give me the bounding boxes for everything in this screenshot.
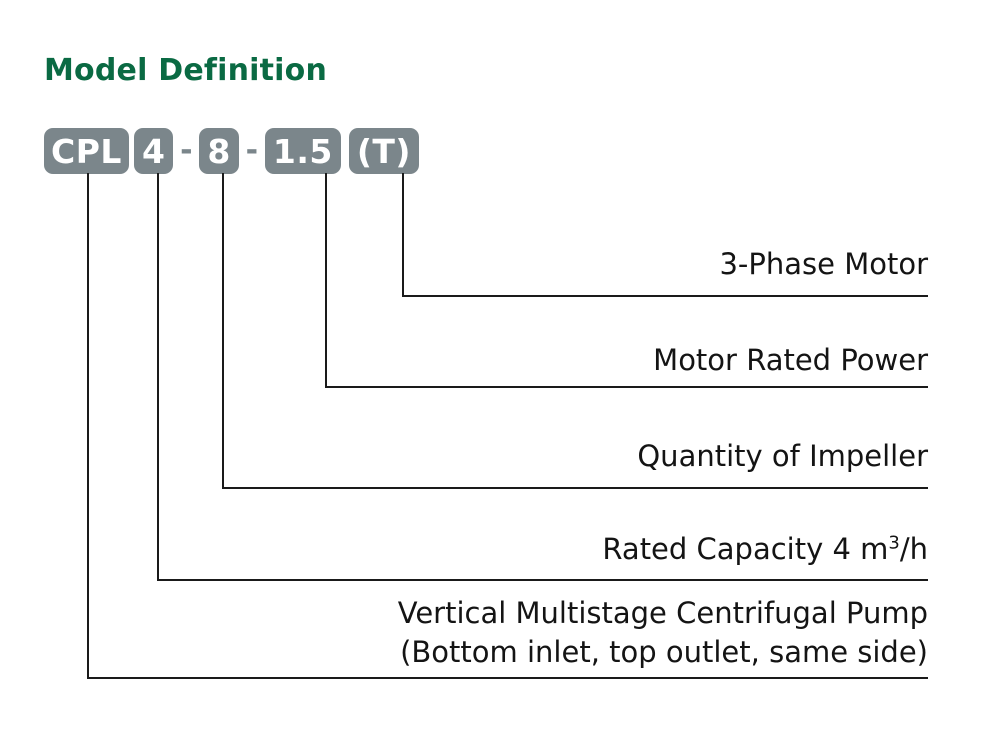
separator-dash-2: - (245, 133, 259, 168)
leader-hline-stages (222, 487, 928, 489)
callout-stages-text: Quantity of Impeller (637, 439, 928, 473)
leader-vline-power (325, 173, 327, 388)
callout-capacity-prefix: Rated Capacity 4 m (602, 532, 889, 566)
separator-dash-1: - (180, 133, 193, 168)
callout-capacity-superscript: 3 (888, 532, 900, 554)
leader-hline-capacity (157, 579, 928, 581)
leader-vline-capacity (157, 173, 159, 581)
leader-hline-series (87, 677, 928, 679)
callout-power: Motor Rated Power (348, 342, 928, 378)
leader-hline-phase (402, 295, 928, 297)
callout-capacity-suffix: /h (899, 532, 928, 566)
leader-vline-phase (402, 173, 404, 297)
leader-vline-series (87, 173, 89, 679)
callout-series-line1: Vertical Multistage Centrifugal Pump (397, 596, 928, 630)
badge-stages[interactable]: 8 (199, 128, 239, 174)
badge-phase[interactable]: (T) (348, 128, 420, 174)
callout-series-line2: (Bottom inlet, top outlet, same side) (400, 635, 928, 669)
badge-capacity[interactable]: 4 (133, 128, 174, 174)
callout-stages: Quantity of Impeller (248, 438, 928, 474)
badge-series[interactable]: CPL (44, 128, 129, 174)
spacer (341, 151, 349, 152)
callout-phase: 3-Phase Motor (428, 246, 928, 282)
leader-vline-stages (222, 173, 224, 489)
callout-power-text: Motor Rated Power (653, 343, 928, 377)
callout-phase-text: 3-Phase Motor (719, 247, 928, 281)
page-title: Model Definition (44, 53, 328, 88)
badge-power[interactable]: 1.5 (264, 128, 341, 174)
callout-capacity: Rated Capacity 4 m3/h (180, 531, 928, 567)
model-code-row: CPL 4 - 8 - 1.5 (T) (44, 127, 420, 175)
callout-series: Vertical Multistage Centrifugal Pump (Bo… (110, 594, 928, 672)
leader-hline-power (325, 386, 928, 388)
